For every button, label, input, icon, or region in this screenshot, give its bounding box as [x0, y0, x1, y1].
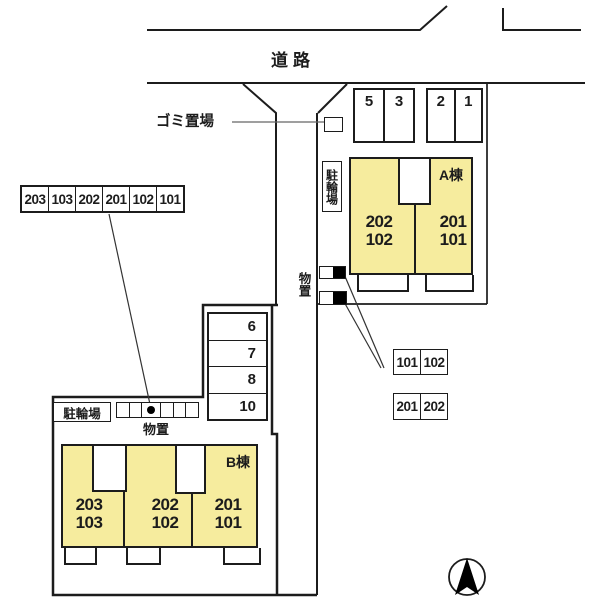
- building-b-unit-202-102: 202 102: [143, 496, 187, 532]
- unit-number: 103: [75, 513, 103, 532]
- lot-b-boundary: [51, 303, 317, 597]
- building-b-porch: [126, 548, 161, 565]
- building-a-name: A棟: [438, 167, 464, 183]
- building-a: A棟 202 102 201 101: [349, 157, 473, 275]
- unit-number: 203: [75, 495, 103, 514]
- building-a-notch: [398, 159, 431, 205]
- storage-box: [319, 291, 347, 305]
- shed-cell: [161, 403, 174, 417]
- parking-box-2-1: 2 1: [426, 88, 483, 143]
- location-dot: [147, 406, 156, 414]
- building-a-unit-202-102: 202 102: [356, 213, 402, 249]
- unit-number: 102: [365, 230, 393, 249]
- shed-cell: [142, 403, 162, 417]
- parking-space: 6: [209, 314, 266, 341]
- unit-number: 102: [151, 513, 179, 532]
- unit-number: 202: [365, 212, 393, 231]
- storage-label-vertical: 物置: [296, 271, 311, 297]
- building-b-unit-divider: [191, 492, 193, 546]
- parking-space: 5: [355, 90, 385, 141]
- parking-space: 102: [130, 187, 157, 211]
- leader-lines: [108, 213, 385, 410]
- parking-space: 10: [239, 397, 256, 415]
- storage-box-fill: [333, 267, 345, 278]
- parking-space: 7: [209, 341, 266, 367]
- building-b-unit-201-101: 201 101: [206, 496, 250, 532]
- unit-ref: 202: [423, 399, 445, 414]
- building-b-notch: [175, 446, 206, 494]
- storage-shed-strip: [116, 402, 199, 418]
- building-b-porch: [64, 548, 97, 565]
- driveway-lines: [242, 83, 348, 595]
- building-a-porch: [357, 275, 409, 292]
- parking-strip-left: 203 103 202 201 102 101: [20, 185, 185, 213]
- shed-cell: [186, 403, 198, 417]
- storage-box: [319, 266, 346, 279]
- storage-box-fill: [333, 292, 346, 304]
- parking-space: 201: [103, 187, 130, 211]
- parking-box-5-3: 5 3: [353, 88, 415, 143]
- garbage-area-box: [324, 117, 343, 132]
- parking-space: 1: [464, 93, 473, 110]
- unit-number: 202: [151, 495, 179, 514]
- parking-space: 3: [394, 93, 404, 110]
- unit-number: 101: [439, 230, 467, 249]
- compass-north-icon: [448, 558, 486, 596]
- unit-number: 101: [214, 513, 242, 532]
- road-lines: [147, 5, 585, 84]
- building-b-notch: [92, 446, 127, 492]
- building-a-porch: [425, 275, 474, 292]
- parking-space: 203: [22, 187, 49, 211]
- unit-table-101-102: 101 102: [393, 349, 448, 375]
- unit-number: 201: [439, 212, 467, 231]
- building-b-porch: [223, 548, 261, 565]
- unit-number: 201: [214, 495, 242, 514]
- shed-cell: [130, 403, 143, 417]
- parking-column: 6 7 8 10: [207, 312, 268, 421]
- building-b-name: B棟: [225, 454, 251, 470]
- parking-space: 202: [76, 187, 103, 211]
- parking-space: 101: [159, 191, 181, 207]
- unit-table-201-202: 201 202: [393, 393, 448, 420]
- garbage-area-label: ゴミ置場: [156, 114, 214, 130]
- road-label: 道路: [271, 51, 315, 70]
- building-b-unit-divider: [123, 490, 125, 546]
- building-b-unit-203-103: 203 103: [67, 496, 111, 532]
- parking-space: 103: [49, 187, 76, 211]
- unit-ref: 102: [423, 354, 445, 370]
- bicycle-parking-label-a: 駐輪場: [322, 161, 342, 212]
- storage-label-b: 物置: [142, 422, 169, 437]
- parking-space: 8: [209, 367, 266, 394]
- building-a-unit-201-101: 201 101: [430, 213, 476, 249]
- shed-cell: [174, 403, 187, 417]
- building-a-unit-divider: [414, 203, 416, 273]
- unit-ref: 201: [394, 394, 421, 419]
- parking-space: 2: [428, 90, 456, 141]
- shed-cell: [117, 403, 130, 417]
- unit-ref: 101: [394, 350, 421, 374]
- building-b: B棟 203 103 202 102 201 101: [61, 444, 258, 548]
- bicycle-parking-label-b: 駐輪場: [53, 402, 111, 422]
